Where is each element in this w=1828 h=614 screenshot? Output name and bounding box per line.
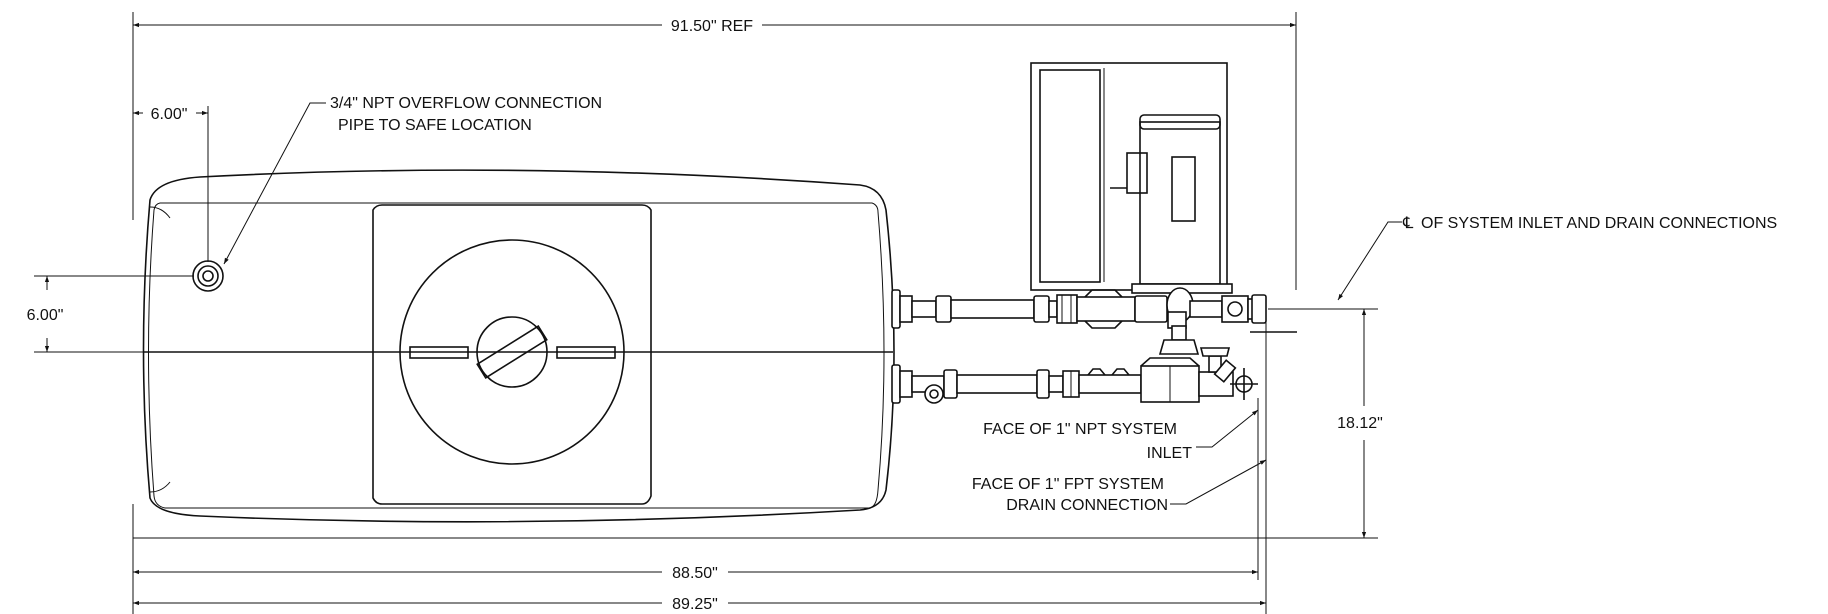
drain-coupling-2	[1036, 369, 1050, 399]
drain-pipe-4	[1078, 374, 1142, 394]
lid-slot-right	[556, 346, 616, 359]
dim-overflow-vertical: 6.00"	[27, 275, 194, 353]
drain-piping	[891, 347, 1259, 572]
inlet-pipe-2	[950, 299, 1035, 319]
motor-top	[1139, 114, 1221, 130]
drain-coupling-1	[943, 369, 958, 399]
dim-left-to-overflow-label: 6.00"	[151, 106, 188, 123]
dim-overall-ref: 91.50" REF	[132, 12, 1297, 290]
controller-enclosure	[1030, 62, 1228, 291]
callout-overflow-line1: 3/4" NPT OVERFLOW CONNECTION	[330, 95, 602, 112]
salt-lid	[399, 239, 625, 465]
dim-overflow-vertical-label: 6.00"	[27, 307, 64, 324]
valve-cap	[1158, 339, 1200, 355]
drain-fitting-angled	[1213, 359, 1237, 383]
inlet-pipe-4	[1189, 300, 1223, 318]
callout-inlet-line1: FACE OF 1" NPT SYSTEM	[983, 421, 1177, 438]
lid-knob-handle	[476, 325, 548, 379]
dim-to-inlet-face-label: 88.50"	[672, 565, 718, 582]
callout-centerline-symbol: ℄	[1402, 215, 1414, 232]
inlet-pipe-3	[1048, 300, 1058, 318]
inlet-union	[1056, 294, 1078, 324]
dim-centerline-to-drain: 18.12"	[133, 308, 1383, 539]
valve-stem	[1171, 325, 1187, 341]
callout-drain-line2: DRAIN CONNECTION	[1006, 497, 1168, 514]
callout-drain-line1: FACE OF 1" FPT SYSTEM	[972, 476, 1164, 493]
callout-centerline-text: OF SYSTEM INLET AND DRAIN CONNECTIONS	[1421, 215, 1777, 232]
drain-pipe-3	[1048, 375, 1064, 393]
dim-to-drain-face: 89.25"	[133, 325, 1267, 614]
drain-pipe-2	[956, 374, 1038, 394]
lid-knob	[476, 316, 548, 388]
controller-panel	[1039, 69, 1101, 283]
inlet-bypass-body	[1076, 296, 1136, 322]
callout-centerline: ℄ OF SYSTEM INLET AND DRAIN CONNECTIONS	[1337, 215, 1777, 301]
inlet-tee	[1134, 295, 1168, 323]
inlet-end-nut	[1251, 294, 1267, 324]
inlet-coupling-2	[1033, 295, 1050, 323]
overflow-fitting	[192, 260, 224, 292]
motor-body	[1139, 121, 1221, 285]
callout-drain: FACE OF 1" FPT SYSTEM DRAIN CONNECTION	[972, 459, 1267, 514]
motor-gear-box	[1126, 152, 1148, 194]
drain-tank-port	[891, 364, 901, 404]
inlet-union-2	[1221, 295, 1249, 323]
drain-port-nut	[899, 370, 913, 398]
callout-overflow: 3/4" NPT OVERFLOW CONNECTION PIPE TO SAF…	[223, 95, 602, 265]
inlet-port-nut	[899, 295, 913, 323]
tank-inner-outline	[148, 202, 885, 509]
brine-tank	[142, 169, 895, 523]
drain-handwheel	[1230, 368, 1258, 400]
dim-centerline-to-drain-label: 18.12"	[1337, 415, 1383, 432]
callout-inlet: FACE OF 1" NPT SYSTEM INLET	[983, 409, 1259, 462]
lid-slot-left	[409, 346, 469, 359]
salt-lid-frame	[372, 204, 652, 505]
tank-corner-mark-bl	[149, 481, 171, 493]
inlet-pipe-1	[911, 300, 937, 318]
inlet-piping	[891, 287, 1297, 355]
drain-valve-cap	[1199, 347, 1231, 357]
drain-gauge	[924, 384, 944, 404]
inlet-tank-port	[891, 289, 901, 329]
motor-window	[1171, 156, 1196, 222]
dim-overall-ref-label: 91.50" REF	[671, 18, 753, 35]
callout-inlet-line2: INLET	[1147, 445, 1193, 462]
dim-to-drain-face-label: 89.25"	[672, 596, 718, 613]
tank-corner-mark-tl	[149, 206, 171, 219]
control-valve-assembly	[1030, 62, 1233, 294]
tank-outline	[142, 169, 895, 523]
dim-to-inlet-face: 88.50"	[132, 504, 1259, 614]
dim-left-to-overflow: 6.00"	[133, 106, 209, 262]
inlet-coupling-1	[935, 295, 952, 323]
callout-overflow-line2: PIPE TO SAFE LOCATION	[338, 117, 532, 134]
